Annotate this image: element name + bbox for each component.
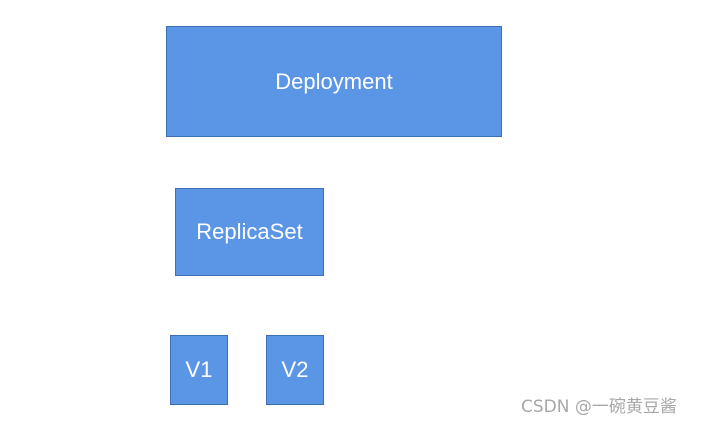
- replicaset-label: ReplicaSet: [196, 219, 303, 244]
- deployment-box: Deployment: [166, 26, 502, 137]
- replicaset-box: ReplicaSet: [175, 188, 324, 276]
- pod-v1-label: V1: [185, 357, 213, 382]
- pod-v1-box: V1: [170, 335, 228, 405]
- pod-v2-box: V2: [266, 335, 324, 405]
- pod-v2-label: V2: [281, 357, 309, 382]
- deployment-label: Deployment: [275, 68, 393, 94]
- csdn-watermark: CSDN @一碗黄豆酱: [521, 397, 677, 417]
